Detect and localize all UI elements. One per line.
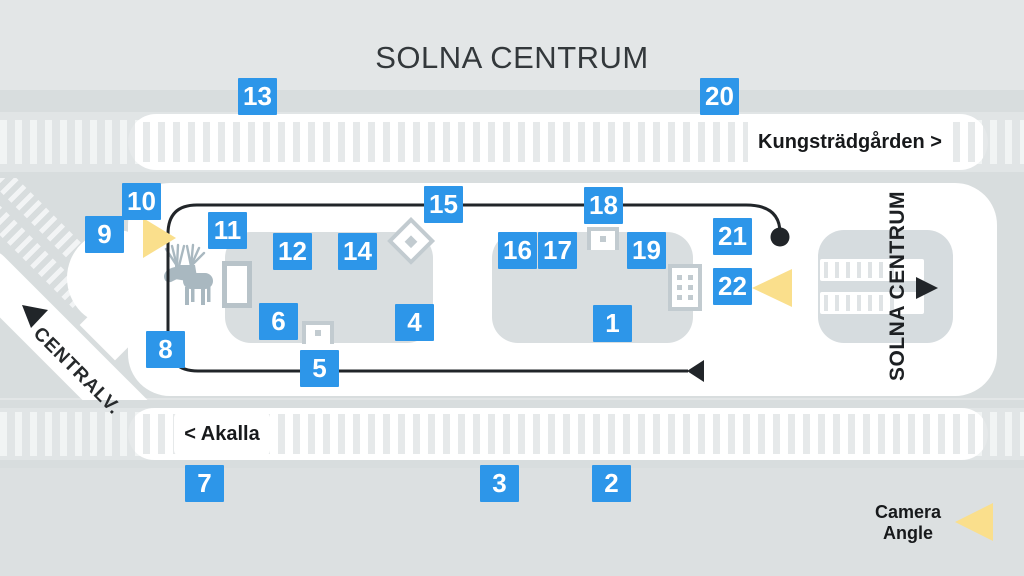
marker-4: 4: [395, 304, 434, 341]
escalator-icon: [820, 259, 924, 281]
top-destination-label: Kungsträdgården >: [748, 116, 952, 168]
marker-7: 7: [185, 465, 224, 502]
street-arrow-icon: [22, 305, 48, 328]
marker-10: 10: [122, 183, 161, 220]
elevator-icon: [668, 264, 702, 311]
marker-14: 14: [338, 233, 377, 270]
marker-9: 9: [85, 216, 124, 253]
marker-16: 16: [498, 232, 537, 269]
marker-22: 22: [713, 268, 752, 305]
marker-11: 11: [208, 212, 247, 249]
marker-2: 2: [592, 465, 631, 502]
marker-18: 18: [584, 187, 623, 224]
ticket-machine-icon: [587, 227, 619, 250]
path-arrowhead-icon: [687, 360, 704, 382]
marker-19: 19: [627, 232, 666, 269]
legend-line2: Angle: [882, 523, 933, 543]
escalator-icon: [820, 292, 924, 314]
page-title: SOLNA CENTRUM: [375, 40, 649, 75]
camera-angle-icon: [752, 269, 792, 307]
bottom-destination-label: < Akalla: [174, 412, 270, 456]
ticket-machine-icon: [302, 321, 334, 344]
legend-line1: Camera: [874, 502, 942, 522]
marker-17: 17: [538, 232, 577, 269]
camera-angle-icon: [955, 503, 993, 541]
camera-angle-icon: [143, 218, 176, 258]
marker-20: 20: [700, 78, 739, 115]
marker-13: 13: [238, 78, 277, 115]
marker-12: 12: [273, 233, 312, 270]
camera-angle-legend: Camera Angle: [862, 502, 954, 544]
marker-1: 1: [593, 305, 632, 342]
marker-8: 8: [146, 331, 185, 368]
marker-15: 15: [424, 186, 463, 223]
doorway-icon: [222, 261, 252, 308]
marker-21: 21: [713, 218, 752, 255]
marker-3: 3: [480, 465, 519, 502]
marker-6: 6: [259, 303, 298, 340]
exit-arrow-icon: [916, 277, 938, 299]
bottom-track-strip: [128, 408, 988, 460]
marker-5: 5: [300, 350, 339, 387]
path-end-dot: [770, 227, 790, 247]
